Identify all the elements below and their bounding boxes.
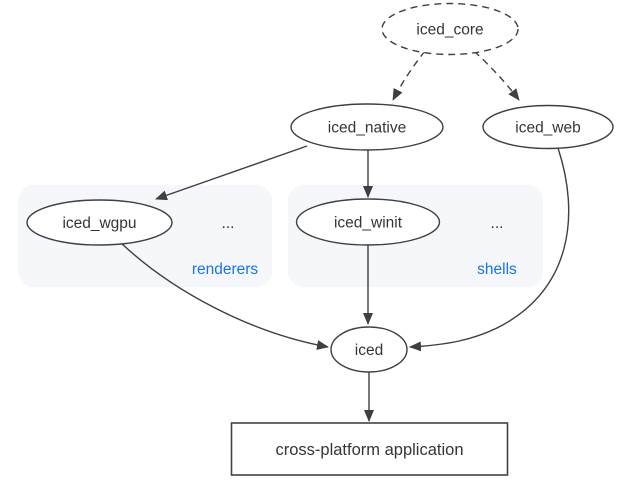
cluster-renderers-label: renderers [192,261,259,278]
node-app-shape [230,422,509,476]
node-iced: iced [330,326,408,373]
cluster-shells-label: shells [477,261,517,278]
node-app: cross-platform application [230,422,509,476]
node-iced-shape [330,326,408,373]
edge-native-wgpu [155,145,308,201]
edge-core-web [473,50,520,101]
node-iced-native-shape [290,103,444,151]
cluster-renderers-ellipsis: ... [222,215,235,232]
node-iced-winit-label: iced_winit [334,215,403,232]
node-iced-web-label: iced_web [515,120,581,137]
node-iced-label: iced [355,342,383,359]
edges [118,50,570,422]
node-iced-web: iced_web [482,104,614,150]
node-iced-core: iced_core [381,2,519,56]
edge-web-iced [409,147,570,352]
node-iced-wgpu-label: iced_wgpu [62,215,136,232]
node-iced-core-label: iced_core [416,22,483,39]
node-iced-native: iced_native [290,103,444,151]
node-iced-winit: iced_winit [295,198,441,246]
edge-wgpu-iced [118,240,329,350]
node-iced-web-shape [482,104,614,150]
node-iced-wgpu-shape [26,199,173,246]
node-iced-core-shape [381,2,519,56]
node-iced-wgpu: iced_wgpu [26,199,173,246]
edge-core-native [392,50,426,101]
cluster-shells-ellipsis: ... [491,215,504,232]
node-app-label: cross-platform application [276,441,464,459]
node-iced-winit-shape [295,198,441,246]
node-iced-native-label: iced_native [328,120,406,137]
